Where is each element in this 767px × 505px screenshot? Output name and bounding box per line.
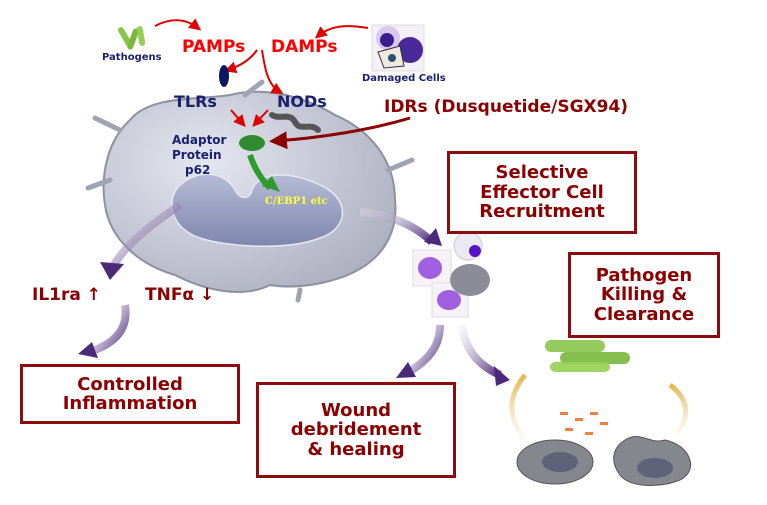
pamps-label: PAMPs — [182, 37, 246, 57]
nucleus — [171, 173, 344, 247]
tlr-receptor — [219, 65, 229, 87]
nods-label: NODs — [277, 92, 327, 111]
killing-line-3: Clearance — [593, 303, 695, 325]
inflammation-line-2: Inflammation — [62, 393, 198, 414]
damps-label: DAMPs — [271, 37, 338, 57]
pathogens-label: Pathogens — [102, 52, 162, 63]
tlrs-label: TLRs — [174, 92, 217, 111]
il1ra-label: IL1ra ↑ — [32, 285, 102, 305]
adaptor-label-2: Protein — [172, 148, 222, 162]
outcome-killing-box: Pathogen Killing & Clearance — [568, 252, 720, 338]
killing-line-1: Pathogen — [595, 264, 693, 286]
pathogen-cluster-icon — [545, 340, 630, 372]
inflammation-line-1: Controlled — [77, 373, 183, 395]
recruitment-line-3: Recruitment — [479, 201, 605, 223]
wound-line-2: debridement — [290, 419, 422, 441]
damaged-cells-label: Damaged Cells — [362, 73, 446, 84]
transcription-label: C/EBP1 etc — [265, 196, 328, 207]
recruitment-line-2: Effector Cell — [480, 181, 604, 203]
outcome-wound-box: Wound debridement & healing — [256, 382, 456, 478]
p62-protein — [239, 135, 265, 151]
wound-line-3: & healing — [307, 438, 405, 460]
damaged-cells-icon — [371, 24, 425, 72]
adaptor-label-3: p62 — [185, 163, 211, 177]
effector-cells-icon — [412, 231, 490, 318]
macrophage-cell — [85, 79, 415, 303]
killing-line-2: Killing & — [600, 284, 688, 306]
outcome-inflammation-box: Controlled Inflammation — [20, 364, 240, 424]
wound-line-1: Wound — [320, 399, 392, 421]
tnfa-label: TNFα ↓ — [145, 285, 215, 305]
outcome-recruitment-box: Selective Effector Cell Recruitment — [447, 151, 637, 234]
adaptor-label-1: Adaptor — [172, 133, 227, 147]
pathogens-icon — [118, 26, 146, 50]
nod-protein — [269, 112, 321, 133]
idrs-label: IDRs (Dusquetide/SGX94) — [384, 97, 629, 117]
recruitment-line-1: Selective — [495, 162, 589, 184]
phagocyte-cells-icon — [516, 435, 692, 486]
